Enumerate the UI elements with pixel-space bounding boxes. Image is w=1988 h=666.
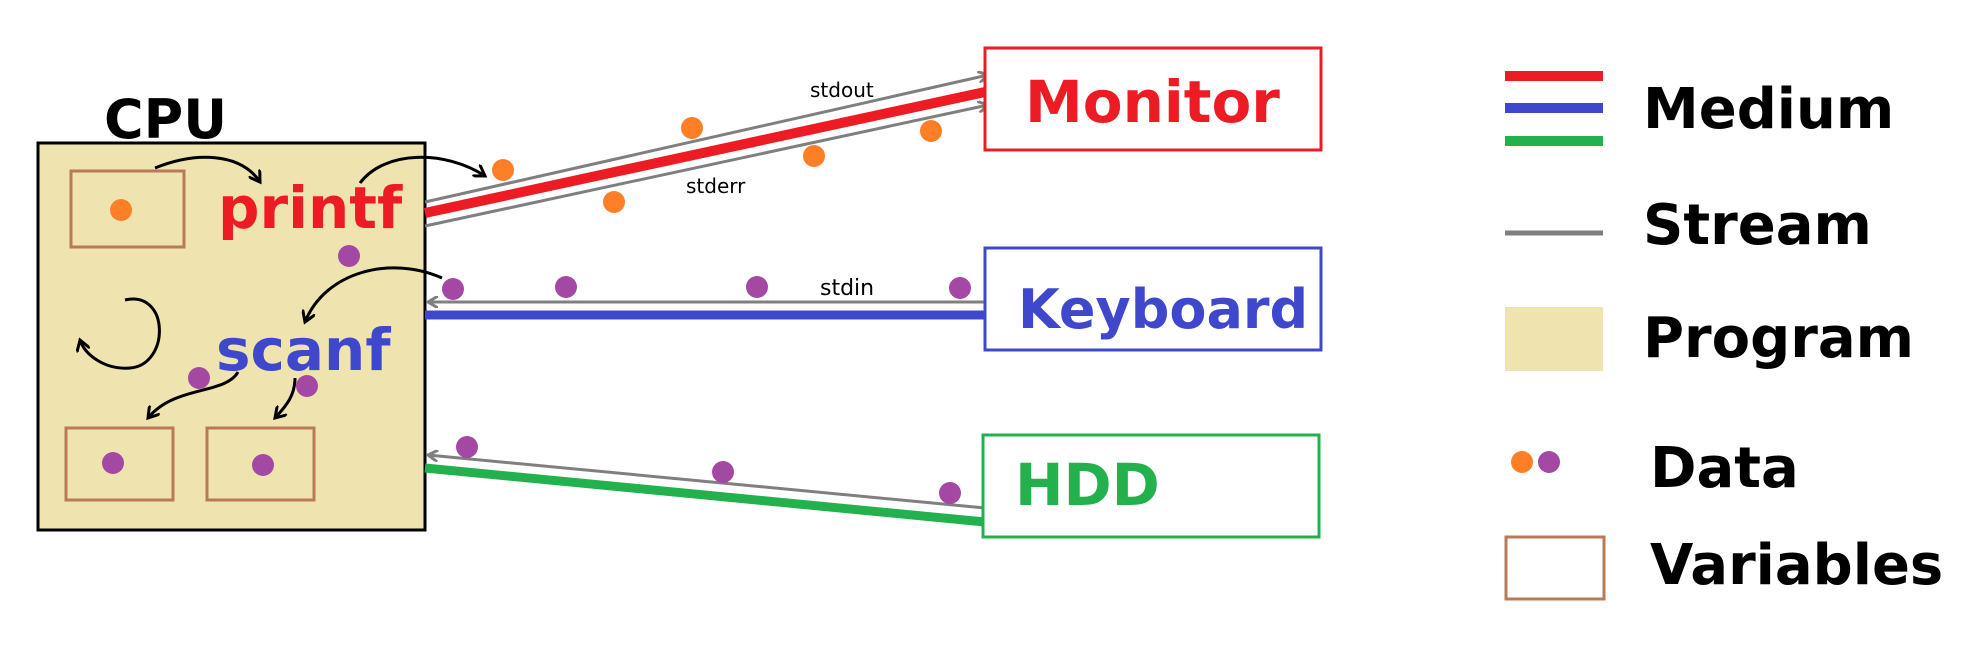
stdin-label: stdin: [820, 276, 874, 301]
arrow-stdin-to-scanf: [305, 266, 443, 322]
keyboard-box: [983, 246, 1323, 352]
stdout-label: stdout: [810, 78, 874, 102]
data-dot: [603, 191, 625, 213]
keyboard-label: Keyboard: [1018, 278, 1308, 341]
data-dot: [939, 482, 961, 504]
legend-variables-label: Variables: [1650, 533, 1943, 598]
data-dot: [712, 461, 734, 483]
data-dot: [492, 159, 514, 181]
arrow-scanf-to-var-left: [148, 371, 240, 418]
monitor-label: Monitor: [1025, 68, 1280, 136]
hdd-medium-line: [424, 463, 986, 527]
data-dot: [681, 117, 703, 139]
data-dot: [920, 120, 942, 142]
program-swatch: [1505, 307, 1603, 371]
data-dot: [252, 454, 274, 476]
data-dot: [102, 452, 124, 474]
data-dot: [555, 276, 577, 298]
hdd-box: [981, 433, 1321, 539]
arrow-printf-to-stdout: [358, 155, 485, 184]
data-dot: [949, 277, 971, 299]
hdd-label: HDD: [1015, 451, 1160, 519]
data-dot: [188, 367, 210, 389]
printf-label: printf: [218, 174, 403, 242]
data-dot: [746, 276, 768, 298]
stdout-stream-line: [424, 75, 988, 204]
cpu-label: CPU: [104, 88, 227, 151]
stderr-stream-line: [424, 105, 988, 228]
data-dot: [803, 145, 825, 167]
data-dot: [296, 375, 318, 397]
legend-stream-label: Stream: [1643, 193, 1872, 258]
hdd-stream-line: [428, 455, 986, 510]
loop-arrow-icon: [80, 297, 161, 370]
monitor-box: [983, 46, 1323, 152]
data-swatch-purple: [1538, 451, 1560, 473]
data-dot: [110, 199, 132, 221]
arrow-scanf-to-var-right: [275, 377, 297, 418]
variable-box-bottom-right: [205, 426, 316, 502]
variable-box-bottom-left: [64, 426, 175, 502]
data-dot: [338, 245, 360, 267]
variables-swatch: [1504, 535, 1606, 601]
variable-box-top: [69, 169, 186, 249]
legend-data-label: Data: [1650, 436, 1799, 501]
legend: Medium Stream Program Data Variables: [1504, 71, 1943, 601]
stderr-label: stderr: [686, 174, 746, 198]
legend-medium-label: Medium: [1643, 77, 1894, 142]
data-dot: [456, 436, 478, 458]
scanf-label: scanf: [216, 316, 391, 384]
data-swatch-orange: [1511, 451, 1533, 473]
arrow-var-to-printf: [154, 155, 260, 182]
legend-program-label: Program: [1643, 306, 1914, 371]
monitor-medium-line: [423, 87, 987, 218]
data-dot: [442, 278, 464, 300]
